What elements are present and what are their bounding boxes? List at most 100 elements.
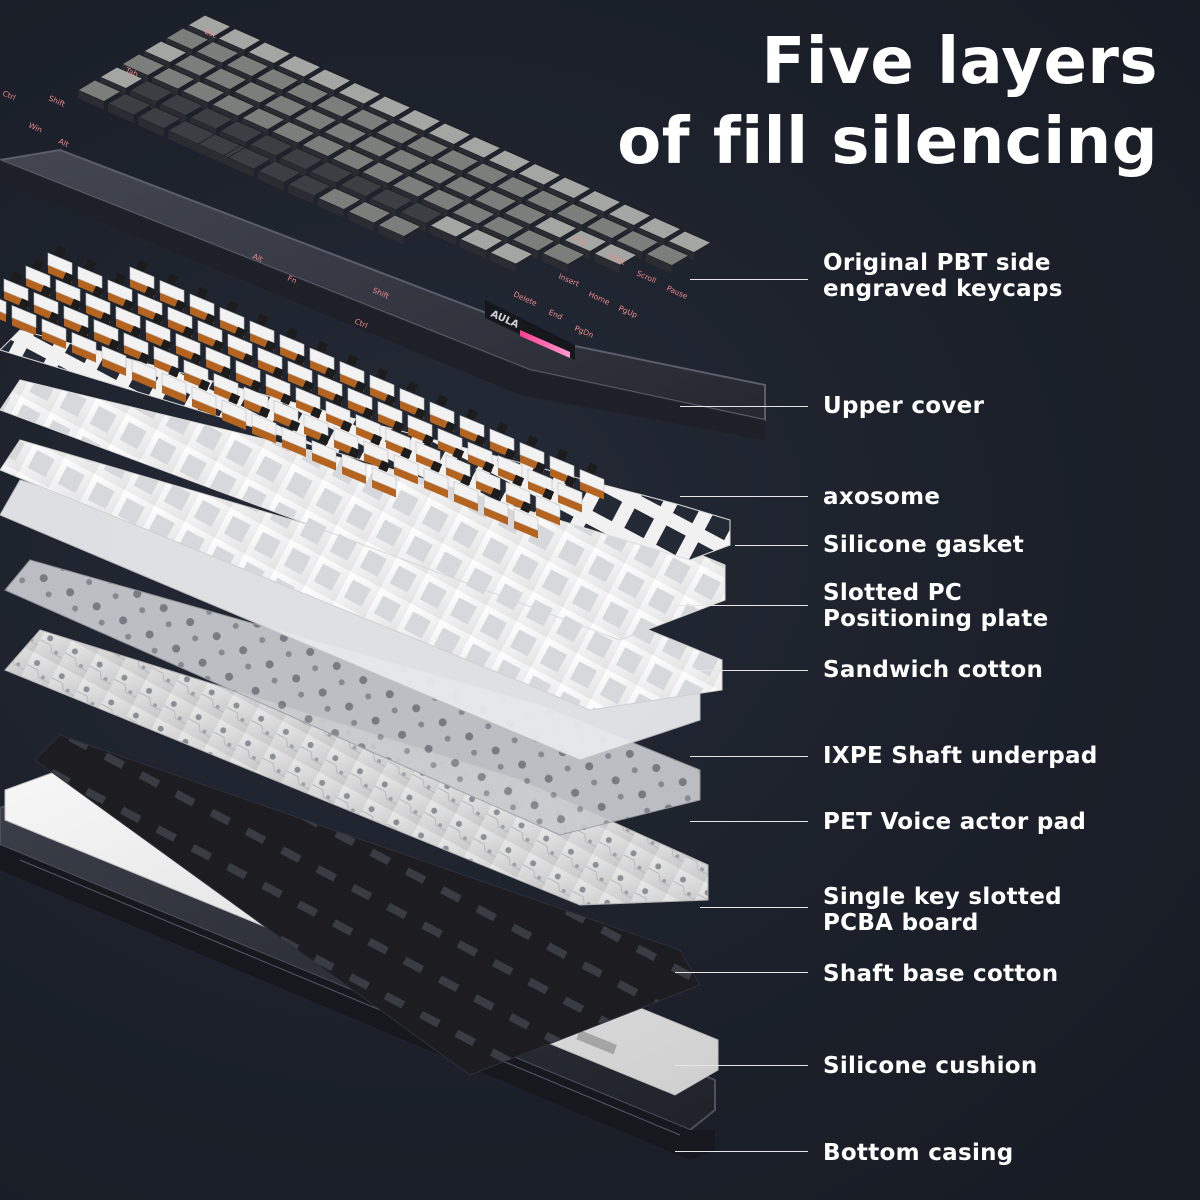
switch-housing bbox=[453, 481, 479, 504]
switch-layer bbox=[0, 245, 605, 539]
switch-base bbox=[558, 494, 582, 513]
switch-housing bbox=[371, 467, 397, 490]
headline-line-2: of fill silencing bbox=[617, 105, 1158, 179]
callout-line-upper-cover bbox=[680, 406, 808, 407]
keycap-side bbox=[459, 239, 486, 259]
switch-stem bbox=[226, 300, 239, 313]
switch-stem bbox=[136, 259, 149, 272]
switch-stem bbox=[264, 340, 277, 353]
legend-pgdn: PgDn bbox=[573, 324, 595, 340]
keycap-side bbox=[541, 253, 568, 273]
switch-housing bbox=[131, 359, 157, 382]
legend-delete: Delete bbox=[512, 290, 539, 308]
switch-stem bbox=[198, 379, 211, 392]
switch-housing bbox=[423, 467, 449, 491]
keycap-side bbox=[287, 184, 314, 205]
legend-alt: Alt bbox=[57, 137, 70, 149]
switch-stem bbox=[288, 419, 301, 432]
switch-stem bbox=[212, 339, 225, 352]
switch-stem bbox=[392, 420, 405, 433]
switch-stem bbox=[286, 327, 299, 340]
callout-keycaps-line-1: Original PBT side bbox=[823, 250, 1051, 276]
switch-housing bbox=[311, 440, 337, 463]
switch-housing bbox=[0, 299, 7, 315]
switch-stem bbox=[302, 380, 315, 393]
switch-base bbox=[282, 439, 306, 457]
shaft-base-cotton-layer bbox=[34, 734, 701, 1076]
switch-stem bbox=[324, 367, 337, 380]
switch-stem bbox=[18, 298, 31, 311]
pcba-board-layer bbox=[4, 629, 709, 906]
callout-keycaps: Original PBT side engraved keycaps bbox=[823, 250, 1063, 302]
keycap-side bbox=[257, 171, 284, 191]
callout-line-shaft-base bbox=[675, 972, 808, 973]
switch-stem bbox=[234, 326, 247, 339]
switch-stem bbox=[182, 326, 195, 339]
callout-line-positioning-plate bbox=[675, 605, 808, 606]
switch-stem bbox=[542, 488, 555, 501]
callout-line-silicone-cushion bbox=[675, 1065, 808, 1066]
keycap-side bbox=[429, 225, 456, 246]
positioning-plate-layer bbox=[0, 379, 726, 641]
switch-housing bbox=[41, 318, 67, 342]
headline-line-1: Five layers bbox=[761, 25, 1158, 99]
switch-stem bbox=[474, 434, 487, 447]
switch-stem bbox=[384, 394, 397, 407]
callout-keycaps-line-2: engraved keycaps bbox=[823, 276, 1063, 302]
callout-positioning-plate-line-2: Positioning plate bbox=[823, 606, 1049, 632]
switch-stem bbox=[482, 461, 495, 474]
switch-stem bbox=[362, 407, 375, 420]
switch-stem bbox=[504, 448, 517, 461]
switch-stem bbox=[70, 298, 83, 311]
sandwich-cotton-layer bbox=[0, 439, 723, 711]
switch-base bbox=[514, 520, 538, 539]
keycap-side bbox=[107, 103, 134, 124]
legend-pgup: PgUp bbox=[617, 304, 639, 320]
switch-housing bbox=[161, 372, 187, 396]
switch-stem bbox=[272, 366, 285, 379]
switch-housing bbox=[71, 332, 97, 355]
switch-stem bbox=[400, 447, 413, 460]
switch-base bbox=[424, 480, 448, 498]
switch-stem bbox=[414, 407, 427, 420]
switch-housing bbox=[251, 413, 277, 436]
keycap-side bbox=[645, 254, 672, 274]
switch-stem bbox=[84, 259, 97, 272]
switch-stem bbox=[114, 272, 127, 285]
switch-stem bbox=[332, 393, 345, 406]
switch-stem bbox=[62, 272, 75, 285]
switch-base bbox=[580, 481, 604, 500]
switch-stem bbox=[436, 394, 449, 407]
callout-line-pet bbox=[690, 821, 808, 822]
switch-housing bbox=[11, 305, 37, 328]
switch-stem bbox=[32, 258, 45, 271]
pet-pad-layer bbox=[4, 559, 701, 836]
switch-stem bbox=[422, 434, 435, 447]
switch-stem bbox=[40, 285, 53, 298]
switch-housing bbox=[393, 454, 419, 477]
switch-stem bbox=[48, 311, 61, 324]
legend-alt-right: Alt bbox=[251, 252, 264, 264]
switch-base bbox=[162, 385, 186, 403]
switch-base bbox=[394, 466, 418, 485]
callout-silicone-gasket: Silicone gasket bbox=[823, 532, 1025, 558]
switch-stem bbox=[190, 352, 203, 365]
switch-stem bbox=[430, 460, 443, 473]
keycap-side bbox=[593, 253, 620, 274]
callout-line-keycaps bbox=[690, 279, 808, 280]
switch-stem bbox=[376, 367, 389, 380]
switch-stem bbox=[250, 379, 263, 392]
callout-pcba-line-2: PCBA board bbox=[823, 910, 979, 936]
switch-housing bbox=[101, 345, 127, 369]
switch-base bbox=[192, 398, 216, 417]
legend-insert: Insert bbox=[557, 272, 580, 289]
keycap-side bbox=[227, 157, 254, 178]
keycap-side bbox=[137, 117, 164, 137]
switch-stem bbox=[512, 474, 525, 487]
switch-stem bbox=[496, 421, 509, 434]
switch-stem bbox=[444, 421, 457, 434]
switch-base bbox=[132, 371, 156, 390]
switch-stem bbox=[228, 392, 241, 405]
switch-housing bbox=[513, 508, 539, 531]
switch-stem bbox=[204, 313, 217, 326]
